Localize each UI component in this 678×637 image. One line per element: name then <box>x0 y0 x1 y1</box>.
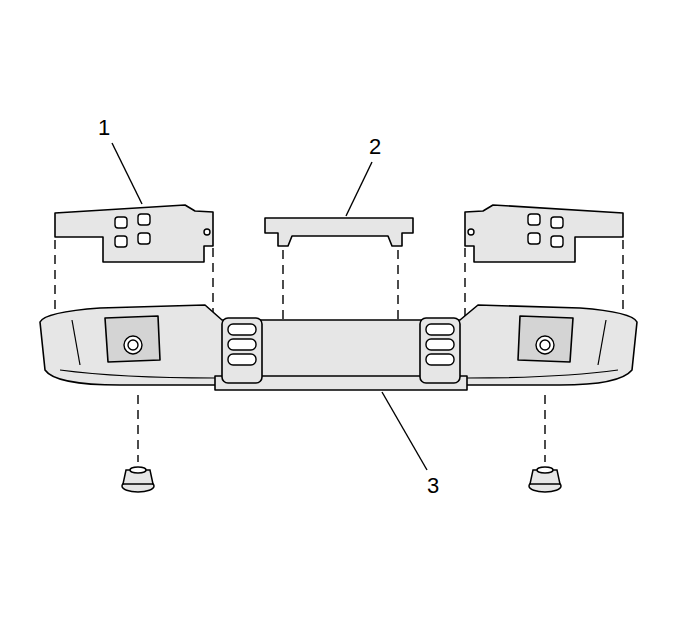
callout-number: 3 <box>427 475 439 497</box>
callout-number: 2 <box>369 136 381 158</box>
callout-number: 1 <box>98 117 110 139</box>
